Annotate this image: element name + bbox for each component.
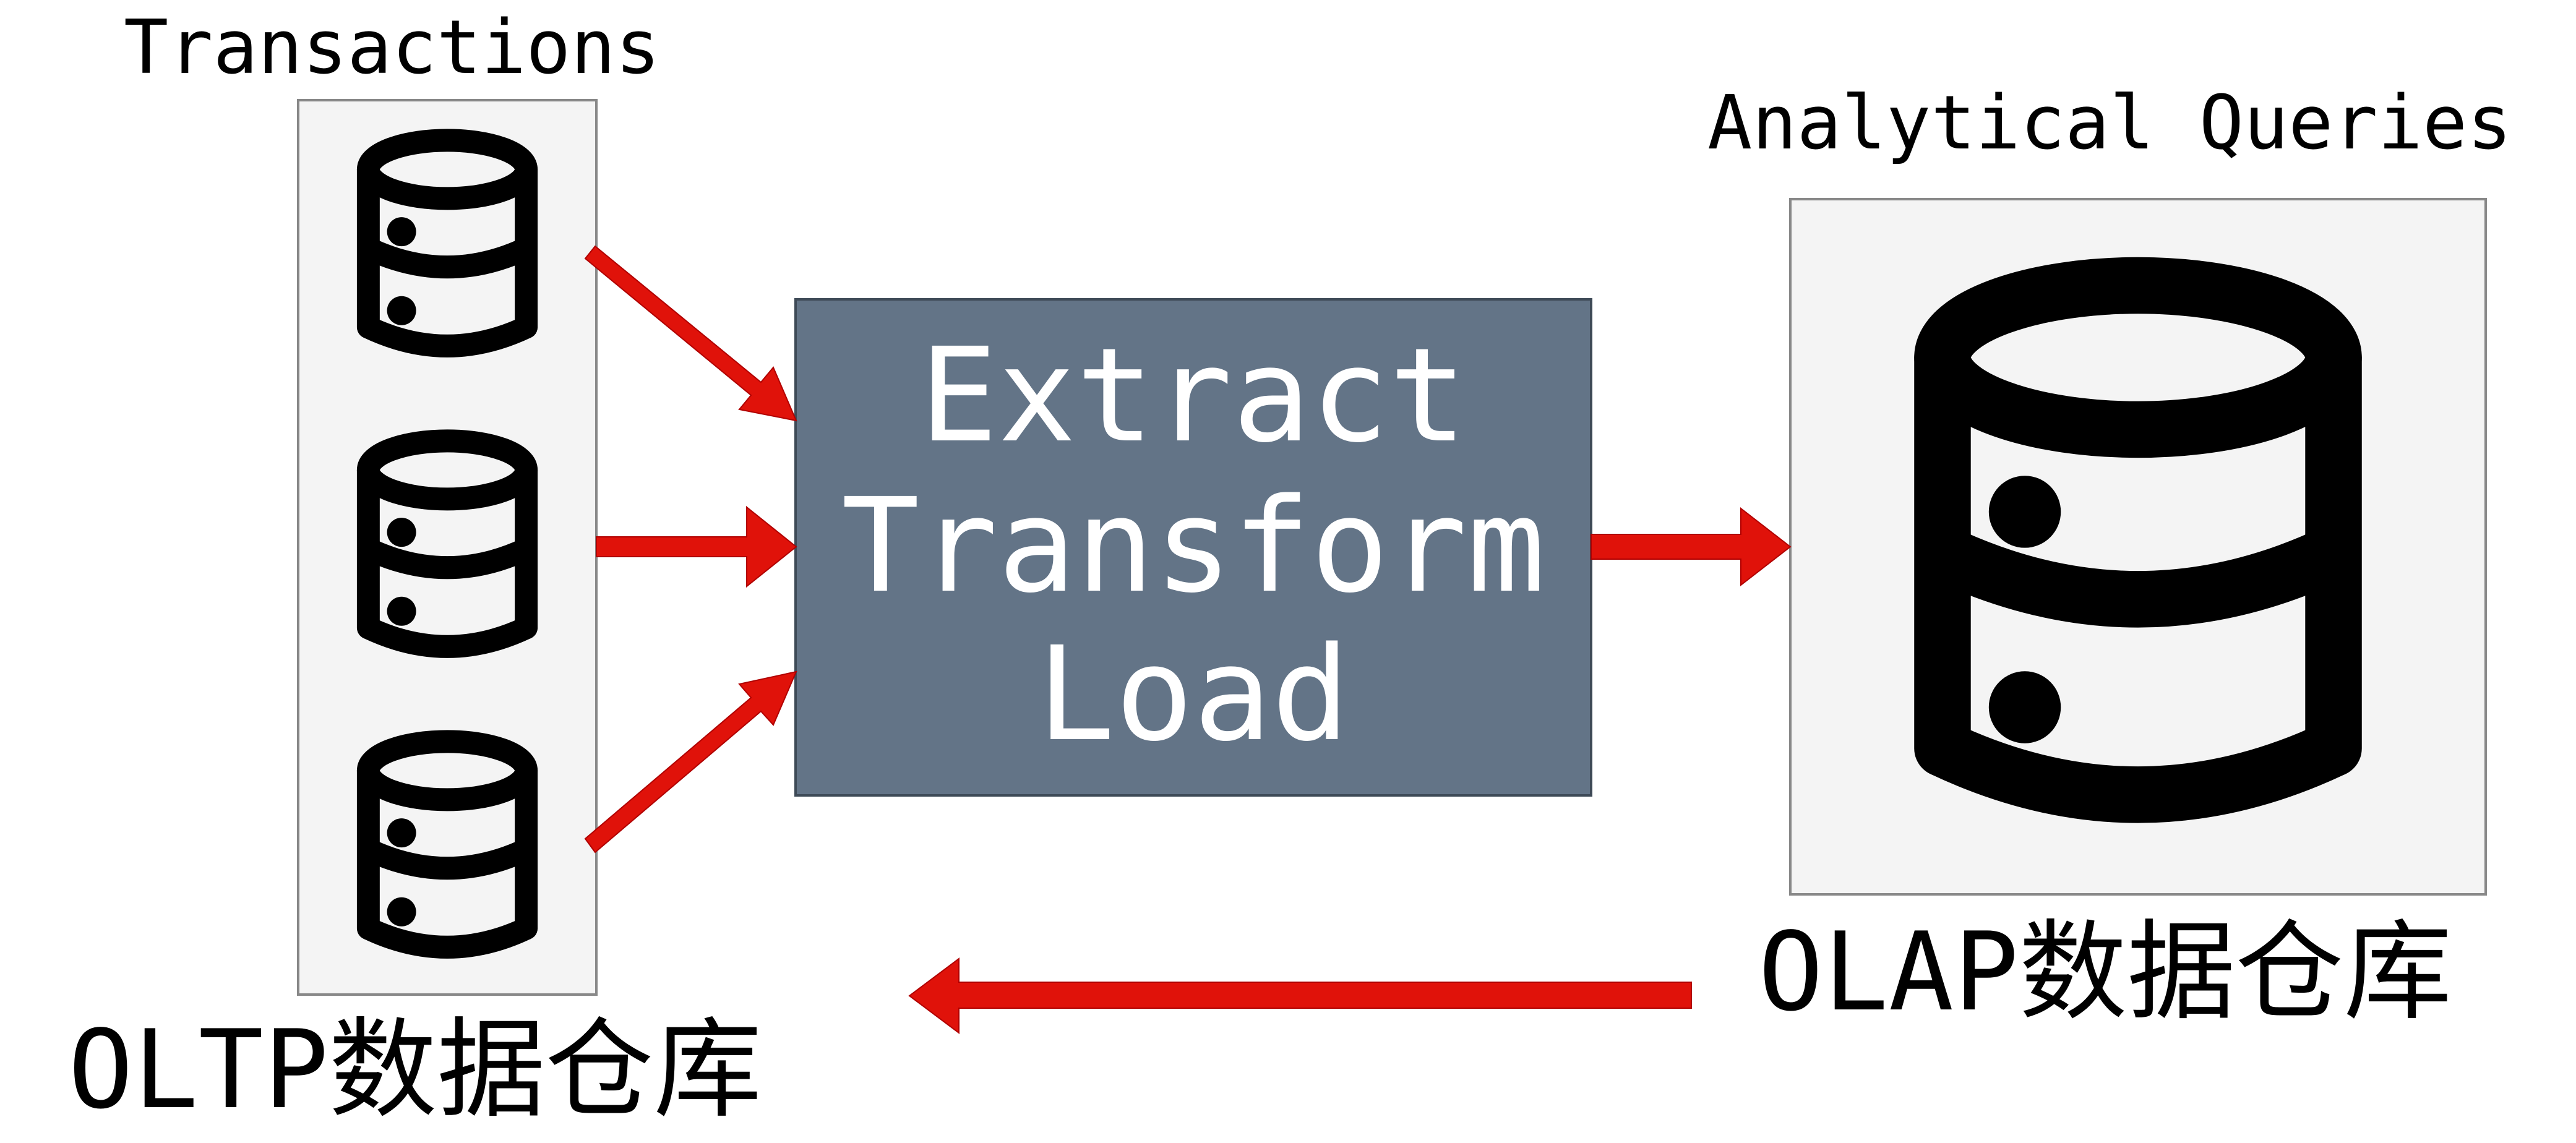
etl-extract-text: Extract: [919, 320, 1467, 471]
oltp-label: OLTP数据仓库: [68, 1008, 762, 1133]
arrow-oltp-to-etl-middle: [596, 505, 797, 588]
arrow-olap-to-oltp: [908, 957, 1692, 1034]
olap-label: OLAP数据仓库: [1758, 910, 2452, 1035]
transactions-label: Transactions: [124, 5, 660, 91]
etl-transform-text: Transform: [841, 470, 1545, 622]
etl-box: [794, 298, 1592, 797]
arrow-oltp-to-etl-bottom: [584, 670, 797, 854]
analytical-queries-label: Analytical Queries: [1707, 80, 2512, 166]
oltp-panel: [297, 99, 598, 996]
arrow-etl-to-olap: [1591, 507, 1792, 587]
arrow-oltp-to-etl-top: [584, 245, 797, 422]
olap-panel: [1789, 198, 2487, 896]
etl-load-text: Load: [1037, 619, 1350, 770]
